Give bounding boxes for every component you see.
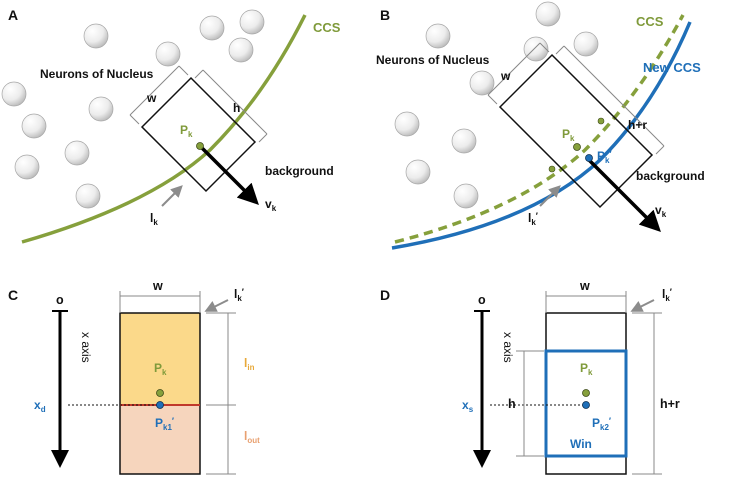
- xd-label: xd: [34, 398, 46, 414]
- hr-dimension-line-b: [563, 45, 665, 147]
- pk2-point: [582, 401, 590, 409]
- v-arrow-a: [198, 144, 259, 205]
- hr-label-b: h+r: [628, 118, 647, 132]
- neuron-cell: [469, 70, 495, 96]
- intersection-point-left: [548, 165, 556, 173]
- neuron-cell: [573, 31, 599, 57]
- background-label-a: background: [265, 164, 334, 178]
- l-prime-arrow-d: [630, 299, 655, 312]
- panel-a: A Neurons of N: [1, 7, 341, 244]
- window-c: [119, 312, 201, 475]
- neuron-cell: [405, 159, 431, 185]
- p-label-c: Pk: [154, 361, 167, 377]
- w-dimension-line-b: [487, 42, 541, 96]
- h-label-a: h: [233, 101, 240, 115]
- neuron-cell: [425, 23, 451, 49]
- p-label-b: Pk: [562, 127, 575, 143]
- background-label-b: background: [636, 169, 705, 183]
- neuron-cell: [88, 96, 114, 122]
- neuron-cell: [155, 41, 181, 67]
- v-label-a: vk: [265, 197, 277, 213]
- p-point-b: [573, 143, 581, 151]
- v-arrow-b: [586, 157, 661, 232]
- neuron-cell: [83, 23, 109, 49]
- neurons-label-b: Neurons of Nucleus: [376, 53, 490, 67]
- panel-d-letter: D: [380, 287, 390, 303]
- xs-label: xs: [462, 398, 474, 414]
- neuron-cell: [523, 36, 549, 62]
- neuron-cell: [75, 183, 101, 209]
- neurons-label-a: Neurons of Nucleus: [40, 67, 154, 81]
- intersection-point-right: [597, 117, 605, 125]
- neuron-cell: [239, 9, 265, 35]
- l-prime-label-d: lk′: [662, 287, 672, 303]
- neuron-cells-a: [1, 9, 265, 209]
- w-label-c: w: [152, 279, 163, 293]
- panel-b-letter: B: [380, 7, 390, 23]
- p-prime-label-b: Pk′: [597, 149, 612, 165]
- win-label: Win: [570, 437, 592, 451]
- ccs-curve-a: [21, 14, 307, 244]
- l-label-a: lk: [150, 211, 158, 227]
- window-b: [498, 53, 654, 209]
- x-axis-label-d: x axis: [501, 332, 515, 363]
- win-rectangle: [544, 349, 628, 458]
- neuron-cells-b: [394, 1, 599, 209]
- p-label-d: Pk: [580, 361, 593, 377]
- l-prime-arrow-c: [204, 299, 229, 312]
- neuron-cell: [228, 37, 254, 63]
- w-label-d: w: [579, 279, 590, 293]
- new-ccs-label: New CCS: [643, 60, 701, 75]
- p-point-c: [156, 389, 164, 397]
- l-out-region: [120, 405, 200, 474]
- panel-a-letter: A: [8, 7, 18, 23]
- p-point-a: [196, 142, 204, 150]
- h-dimension-line-a: [202, 69, 268, 135]
- p-prime-point-b: [585, 154, 593, 162]
- window-a: [140, 76, 257, 193]
- origin-label-c: o: [56, 293, 64, 307]
- pk1-point: [156, 401, 164, 409]
- l-prime-label-c: lk′: [234, 287, 244, 303]
- l-out-label: lout: [244, 429, 260, 445]
- p-label-a: Pk: [180, 123, 193, 139]
- pk2-label: Pk2′: [592, 416, 611, 432]
- neuron-cell: [199, 15, 225, 41]
- neuron-cell: [1, 81, 27, 107]
- l-prime-arrow-b: [539, 185, 561, 207]
- v-label-b: vk: [655, 203, 667, 219]
- panel-b: B Neuron: [376, 1, 705, 250]
- w-label-a: w: [146, 91, 157, 105]
- panel-c-letter: C: [8, 287, 18, 303]
- ccs-label-a: CCS: [313, 20, 341, 35]
- neuron-cell: [394, 111, 420, 137]
- neuron-cell: [14, 154, 40, 180]
- pk1-label: Pk1′: [155, 416, 174, 432]
- panel-c: C o x axis w lk′ Pk Pk1′ xd lin lout: [8, 279, 260, 475]
- l-prime-label-b: lk′: [528, 211, 538, 227]
- ccs-label-b: CCS: [636, 14, 664, 29]
- neuron-cell: [64, 140, 90, 166]
- ccs-curve-b: [394, 14, 685, 244]
- w-dimension-line-a: [129, 65, 180, 116]
- neuron-cell: [21, 113, 47, 139]
- origin-label-d: o: [478, 293, 486, 307]
- h-label-d: h: [508, 397, 516, 411]
- x-axis-label-c: x axis: [79, 332, 93, 363]
- l-arrow-a: [161, 185, 183, 207]
- hr-label-d: h+r: [660, 397, 680, 411]
- p-point-d: [582, 389, 590, 397]
- l-in-label: lin: [244, 356, 255, 372]
- panel-d: D o x axis w lk′ h h+r Pk Pk2′ xs: [380, 279, 680, 475]
- neuron-cell: [451, 128, 477, 154]
- w-label-b: w: [500, 69, 511, 83]
- neuron-cell: [453, 183, 479, 209]
- neuron-cell: [535, 1, 561, 27]
